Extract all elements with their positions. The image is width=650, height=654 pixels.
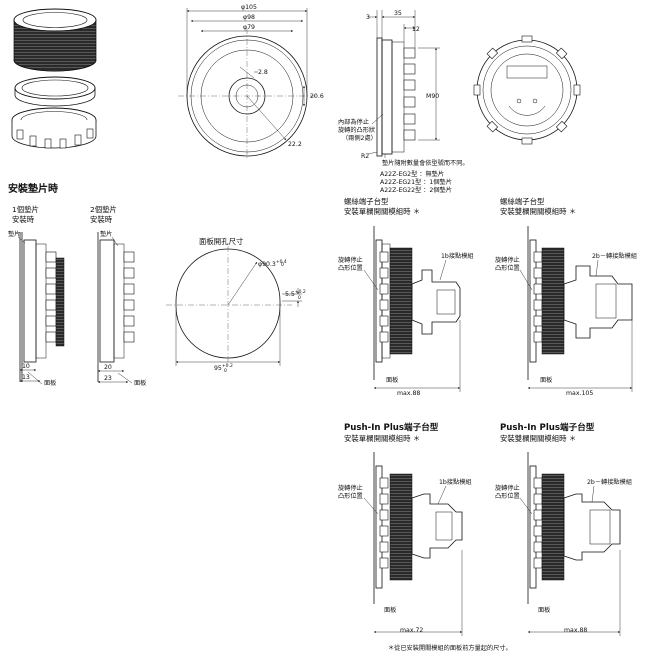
push-double-view: Push-In Plus端子台型 安裝雙欄開關模組時 ＊ 旋轉停止 凸形位置 2… (495, 421, 632, 636)
push-double-title-1: Push-In Plus端子台型 (500, 421, 595, 433)
one-spacer-drawing: 墊片 10 13 面板 (8, 230, 65, 387)
spacer-label-b: 墊片 (100, 230, 112, 238)
screw-single-stop-1: 旋轉停止 (338, 256, 363, 264)
screw-single-title-2: 安裝單欄開關模組時 ＊ (344, 207, 420, 216)
screw-single-title-1: 螺絲端子台型 (344, 197, 389, 206)
one-spacer-label-1: 1個墊片 (12, 205, 39, 214)
rear-view (473, 35, 581, 145)
two-spacer-drawing: 墊片 20 23 面板 (97, 230, 146, 387)
screw-double-stop-2: 凸形位置 (495, 264, 520, 272)
cutout-title: 面板開孔尺寸 (199, 237, 243, 246)
spacer-label-a: 墊片 (8, 230, 20, 238)
push-single-stop-1: 旋轉停止 (338, 484, 363, 492)
dim-r2: R2 (361, 153, 369, 160)
push-double-panel: 面板 (538, 606, 550, 614)
push-single-title-2: 安裝單欄開關模組時 ＊ (344, 434, 420, 443)
dim-35: 35 (394, 10, 402, 17)
inner-note-1: 內部為停止 (338, 118, 369, 126)
screw-double-title-2: 安裝雙欄開關模組時 ＊ (500, 207, 576, 216)
panel-cutout: 面板開孔尺寸 φ90.3+0.4 0 5.5+0.2 0 95+0.2 0 (166, 237, 306, 374)
dim-12: 12 (412, 26, 420, 33)
side-view: 3 35 12 M90 內部為停止 旋轉的凸形狀 （兩側2處） R2 墊片隨附數… (338, 10, 469, 194)
cutout-dia: φ90.3+0.4 (258, 259, 287, 268)
spacer-section-title: 安裝墊片時 (8, 182, 58, 195)
inner-note-3: （兩側2處） (342, 134, 377, 142)
screw-single-stop-2: 凸形位置 (338, 264, 363, 272)
dim-m90: M90 (426, 93, 439, 100)
screw-single-max: max.88 (397, 390, 420, 397)
cutout-flat-tol-dn: 0 (298, 295, 301, 301)
dim-3: 3 (366, 14, 370, 21)
cutout-dia-tol-dn: 0 (281, 262, 284, 268)
dim-2-8: 2.8 (258, 69, 268, 76)
push-single-panel: 面板 (384, 606, 396, 614)
screw-double-title-1: 螺絲端子台型 (500, 197, 545, 206)
panel-label-a: 面板 (44, 379, 56, 387)
dim-d79: φ79 (243, 24, 255, 31)
dim-20: 20 (104, 364, 112, 371)
push-double-contact: 2b－轉接點模組 (587, 478, 632, 486)
push-single-view: Push-In Plus端子台型 安裝單欄開關模組時 ＊ 旋轉停止 凸形位置 1… (338, 421, 472, 636)
screw-double-view: 螺絲端子台型 安裝雙欄開關模組時 ＊ 旋轉停止 凸形位置 2b－轉接點模組 面板… (495, 197, 637, 397)
push-double-max: max.88 (564, 627, 587, 634)
footnote: ＊從已安裝開關模組的面板前方量起的尺寸。 (388, 644, 512, 652)
push-double-stop-2: 凸形位置 (495, 492, 520, 500)
one-spacer-label-2: 安裝時 (12, 215, 35, 224)
push-double-stop-1: 旋轉停止 (495, 484, 520, 492)
front-view: φ105 φ98 φ79 2.8 20.6 22.2 (178, 4, 324, 160)
iso-parts (11, 8, 97, 149)
screw-double-stop-1: 旋轉停止 (495, 256, 520, 264)
model-eg21: A22Z-EG21型：1個墊片 (380, 178, 452, 186)
screw-double-contact: 2b－轉接點模組 (592, 252, 637, 260)
push-single-max: max.72 (400, 627, 423, 634)
model-eg2: A22Z-EG2型：無墊片 (380, 170, 444, 178)
spacer-section: 安裝墊片時 1個墊片 安裝時 2個墊片 安裝時 墊片 10 1 (8, 182, 146, 387)
screw-single-panel: 面板 (386, 376, 398, 384)
dim-20-6: 20.6 (310, 93, 324, 100)
model-eg22: A22Z-EG22型：2個墊片 (380, 186, 452, 194)
two-spacer-label-2: 安裝時 (90, 215, 113, 224)
dim-d105: φ105 (241, 4, 257, 11)
push-single-stop-2: 凸形位置 (338, 492, 363, 500)
iso-threaded-ring (13, 8, 97, 72)
push-single-contact: 1b接點模組 (439, 478, 472, 486)
screw-double-max: max.105 (566, 390, 593, 397)
two-spacer-label-1: 2個墊片 (90, 205, 117, 214)
dim-22-2: 22.2 (288, 141, 302, 148)
dim-13: 13 (22, 374, 30, 381)
screw-single-view: 螺絲端子台型 安裝單欄開關模組時 ＊ 旋轉停止 凸形位置 1b接點模組 面板 m… (338, 197, 474, 397)
iso-toothed-ring (11, 107, 97, 149)
cutout-flat: 5.5+0.2 (285, 289, 306, 298)
push-double-title-2: 安裝雙欄開關模組時 ＊ (500, 434, 576, 443)
iso-flat-ring (14, 76, 96, 107)
dim-d98: φ98 (243, 14, 255, 21)
cutout-width-tol-dn: 0 (224, 368, 227, 374)
spacer-qty-note: 墊片隨附數量會依型號而不同。 (382, 159, 469, 167)
panel-label-b: 面板 (134, 379, 146, 387)
dim-10: 10 (22, 363, 30, 370)
screw-double-panel: 面板 (540, 376, 552, 384)
inner-note-2: 旋轉的凸形狀 (338, 126, 375, 134)
cutout-width: 95+0.2 (214, 363, 233, 372)
dim-23: 23 (104, 375, 112, 382)
screw-single-contact: 1b接點模組 (441, 252, 474, 260)
push-single-title-1: Push-In Plus端子台型 (344, 421, 439, 433)
